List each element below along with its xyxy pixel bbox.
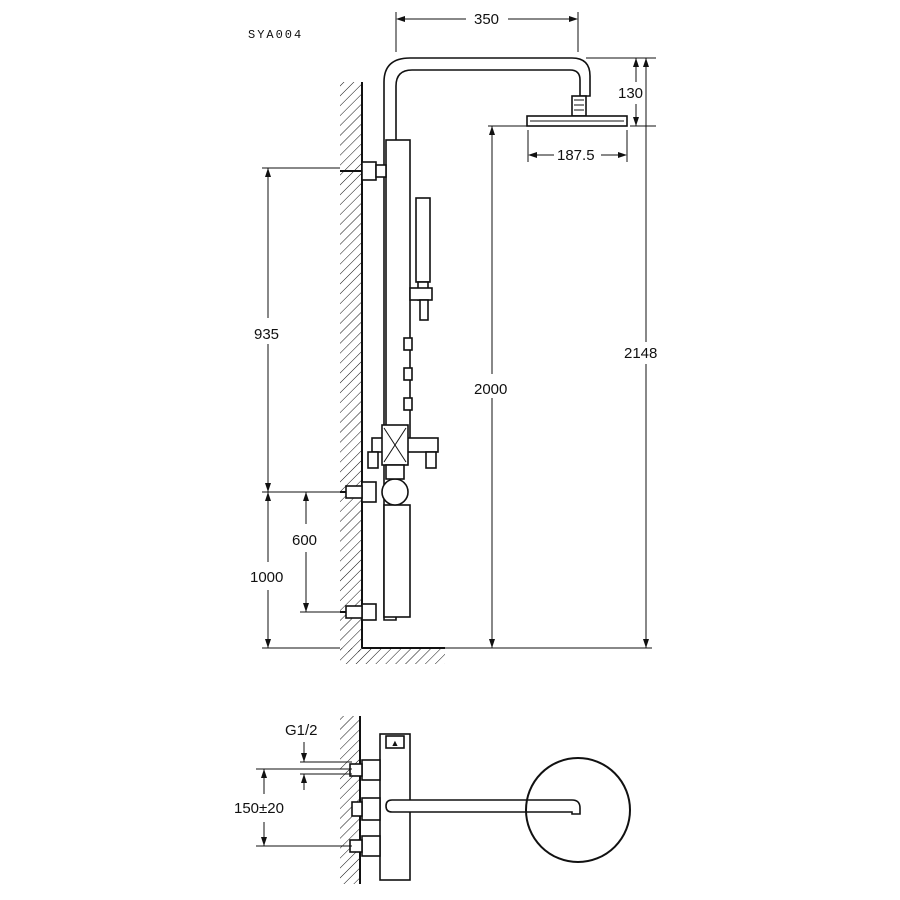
plan-shower-head [525, 757, 631, 863]
column-lower [383, 504, 411, 618]
svg-text:G1/2: G1/2 [285, 722, 318, 739]
body-jets [403, 337, 413, 411]
dimension-arm-length: 350 [395, 11, 579, 52]
svg-text:935: 935 [254, 326, 279, 343]
dimension-head-height: 2000 [474, 125, 527, 648]
dimension-upper-span: 935 [254, 167, 340, 493]
dimension-head-drop: 130 [586, 57, 656, 127]
svg-text:350: 350 [474, 11, 499, 28]
dimension-inlet-height: 1000 [250, 492, 340, 649]
wall-bracket-top [340, 161, 387, 181]
plan-wall-hatch [340, 716, 360, 884]
svg-text:130: 130 [618, 85, 643, 102]
inlet-upper [340, 481, 377, 503]
elevation-view: 350 130 187.5 2 [250, 11, 657, 664]
svg-text:600: 600 [292, 532, 317, 549]
svg-text:187.5: 187.5 [557, 147, 595, 164]
hand-shower [409, 197, 433, 321]
riser-pipe [383, 57, 591, 621]
plan-shower-arm [385, 799, 581, 815]
mixer-valve [367, 424, 439, 506]
dimension-head-radius: 187.5 [527, 130, 628, 164]
dimension-inlet-centres: 150±20 [234, 768, 352, 847]
dimension-inlet-spacing: 600 [292, 492, 340, 613]
thread-callout: G1/2 [285, 722, 352, 790]
svg-text:2000: 2000 [474, 381, 507, 398]
inlet-lower [340, 603, 377, 621]
plan-inlet-upper [349, 759, 381, 781]
svg-text:1000: 1000 [250, 569, 283, 586]
svg-text:2148: 2148 [624, 345, 657, 362]
floor-hatch [340, 648, 445, 664]
rain-shower-head [526, 95, 628, 127]
model-code-label: SYA004 [248, 28, 303, 42]
svg-text:150±20: 150±20 [234, 800, 284, 817]
wall-hatch [340, 82, 362, 652]
plan-view: ▲ G1/2 [234, 716, 631, 884]
plan-inlet-middle [351, 797, 381, 821]
svg-text:▲: ▲ [391, 738, 400, 748]
dimension-total-height: 2148 [445, 58, 657, 649]
